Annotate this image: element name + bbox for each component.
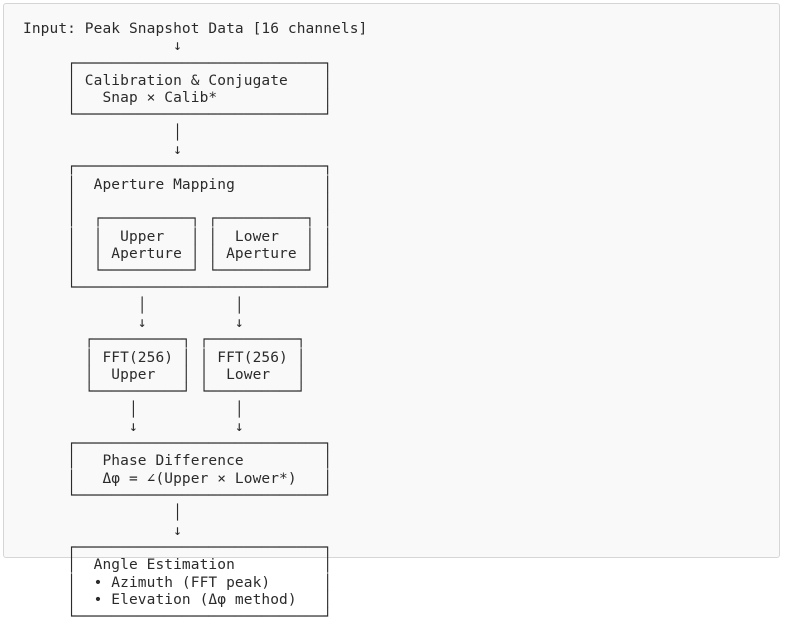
diagram-line: ↓ ↓ xyxy=(23,418,244,435)
diagram-line: │ xyxy=(23,124,182,141)
ascii-flow-diagram: Input: Peak Snapshot Data [16 channels] … xyxy=(23,21,367,626)
diagram-line: ┌────────────────────────────┐ xyxy=(23,539,333,556)
diagram-line: │ │ Upper │ │ Lower │ │ xyxy=(23,228,333,245)
diagram-line: Input: Peak Snapshot Data [16 channels] xyxy=(23,21,368,37)
diagram-line: │ Calibration & Conjugate │ xyxy=(23,72,333,89)
diagram-line: │ │ xyxy=(23,193,333,210)
diagram-line: └────────────────────────────┘ xyxy=(23,107,333,124)
diagram-line: ↓ xyxy=(23,142,182,159)
diagram-line: │ └──────────┘ └──────────┘ │ xyxy=(23,263,333,280)
diagram-line: ↓ xyxy=(23,38,182,55)
diagram-line: │ Phase Difference │ xyxy=(23,453,333,470)
diagram-line: │ Snap × Calib* │ xyxy=(23,90,333,107)
diagram-line: └────────────────────────────┘ xyxy=(23,609,333,626)
diagram-line: │ • Elevation (Δφ method) │ xyxy=(23,591,333,608)
diagram-line: │ │ xyxy=(23,297,244,314)
diagram-line: ┌────────────────────────────┐ xyxy=(23,55,333,72)
diagram-line: │ │ Aperture │ │ Aperture │ │ xyxy=(23,245,333,262)
diagram-line: │ Angle Estimation │ xyxy=(23,557,333,574)
diagram-line: │ Δφ = ∠(Upper × Lower*) │ xyxy=(23,470,333,487)
diagram-line: │ │ xyxy=(23,401,244,418)
diagram-line: ↓ xyxy=(23,522,182,539)
diagram-line: └──────────┘ └──────────┘ xyxy=(23,384,306,401)
diagram-line: │ ┌──────────┐ ┌──────────┐ │ xyxy=(23,211,333,228)
diagram-line: ↓ ↓ xyxy=(23,315,244,332)
diagram-line: ┌────────────────────────────┐ xyxy=(23,159,333,176)
diagram-line: │ FFT(256) │ │ FFT(256) │ xyxy=(23,349,306,366)
code-block-panel: Input: Peak Snapshot Data [16 channels] … xyxy=(3,3,780,625)
diagram-line: ┌────────────────────────────┐ xyxy=(23,436,333,453)
diagram-line: └────────────────────────────┘ xyxy=(23,280,333,297)
diagram-line: │ xyxy=(23,505,182,522)
diagram-line: │ • Azimuth (FFT peak) │ xyxy=(23,574,333,591)
diagram-line: ┌──────────┐ ┌──────────┐ xyxy=(23,332,306,349)
diagram-line: │ Upper │ │ Lower │ xyxy=(23,366,306,383)
diagram-line: └────────────────────────────┘ xyxy=(23,488,333,505)
diagram-line: │ Aperture Mapping │ xyxy=(23,176,333,193)
